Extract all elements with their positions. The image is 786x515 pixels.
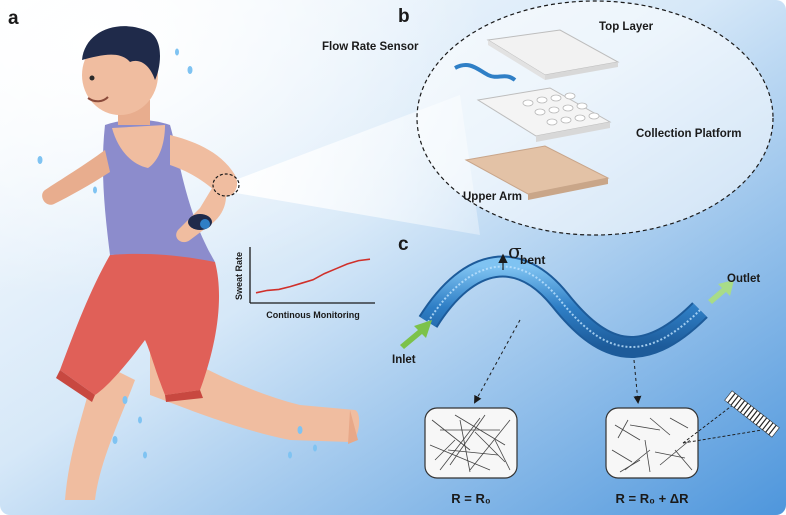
hair (82, 26, 160, 80)
outlet-label: Outlet (727, 273, 760, 285)
collection-platform-label: Collection Platform (636, 128, 741, 140)
y-axis-label: Sweat Rate (234, 252, 244, 300)
exploded-view: Top Layer Flow Rate Sensor Collection Pl… (322, 0, 774, 236)
top-layer-label: Top Layer (599, 21, 654, 33)
upper-arm-label: Upper Arm (463, 191, 522, 203)
collection-platform-sheet (454, 63, 612, 142)
top-layer-sheet (486, 29, 620, 80)
equation-unstrained: R = R₀ (451, 491, 491, 506)
sigma-subscript: bent (520, 253, 545, 267)
nanowire-closeup (724, 390, 780, 438)
panel-label-c: c (398, 234, 409, 255)
inlet-arrow (400, 320, 432, 349)
unstrained-network-box (424, 407, 518, 479)
bent-tube-diagram: Inlet Outlet σ bent (392, 239, 760, 404)
panel-label-a: a (8, 8, 19, 29)
outlet-arrow (708, 280, 734, 304)
shorts (60, 252, 220, 395)
upper-arm-sheet (464, 145, 610, 200)
equation-strained: R = R₀ + ΔR (616, 491, 690, 506)
x-axis-label: Continous Monitoring (266, 310, 359, 320)
sweat-rate-chart: Sweat Rate Continous Monitoring (234, 247, 375, 320)
flow-sensor-tube (454, 63, 517, 82)
strained-network-box (605, 390, 780, 479)
runner-illustration (37, 26, 360, 500)
inlet-label: Inlet (392, 354, 416, 366)
sigma-symbol: σ (508, 239, 522, 263)
flow-rate-sensor-label: Flow Rate Sensor (322, 41, 419, 53)
panel-label-b: b (398, 6, 410, 27)
sensor-location-marker (212, 173, 240, 197)
sweat-rate-series-line (255, 258, 371, 294)
